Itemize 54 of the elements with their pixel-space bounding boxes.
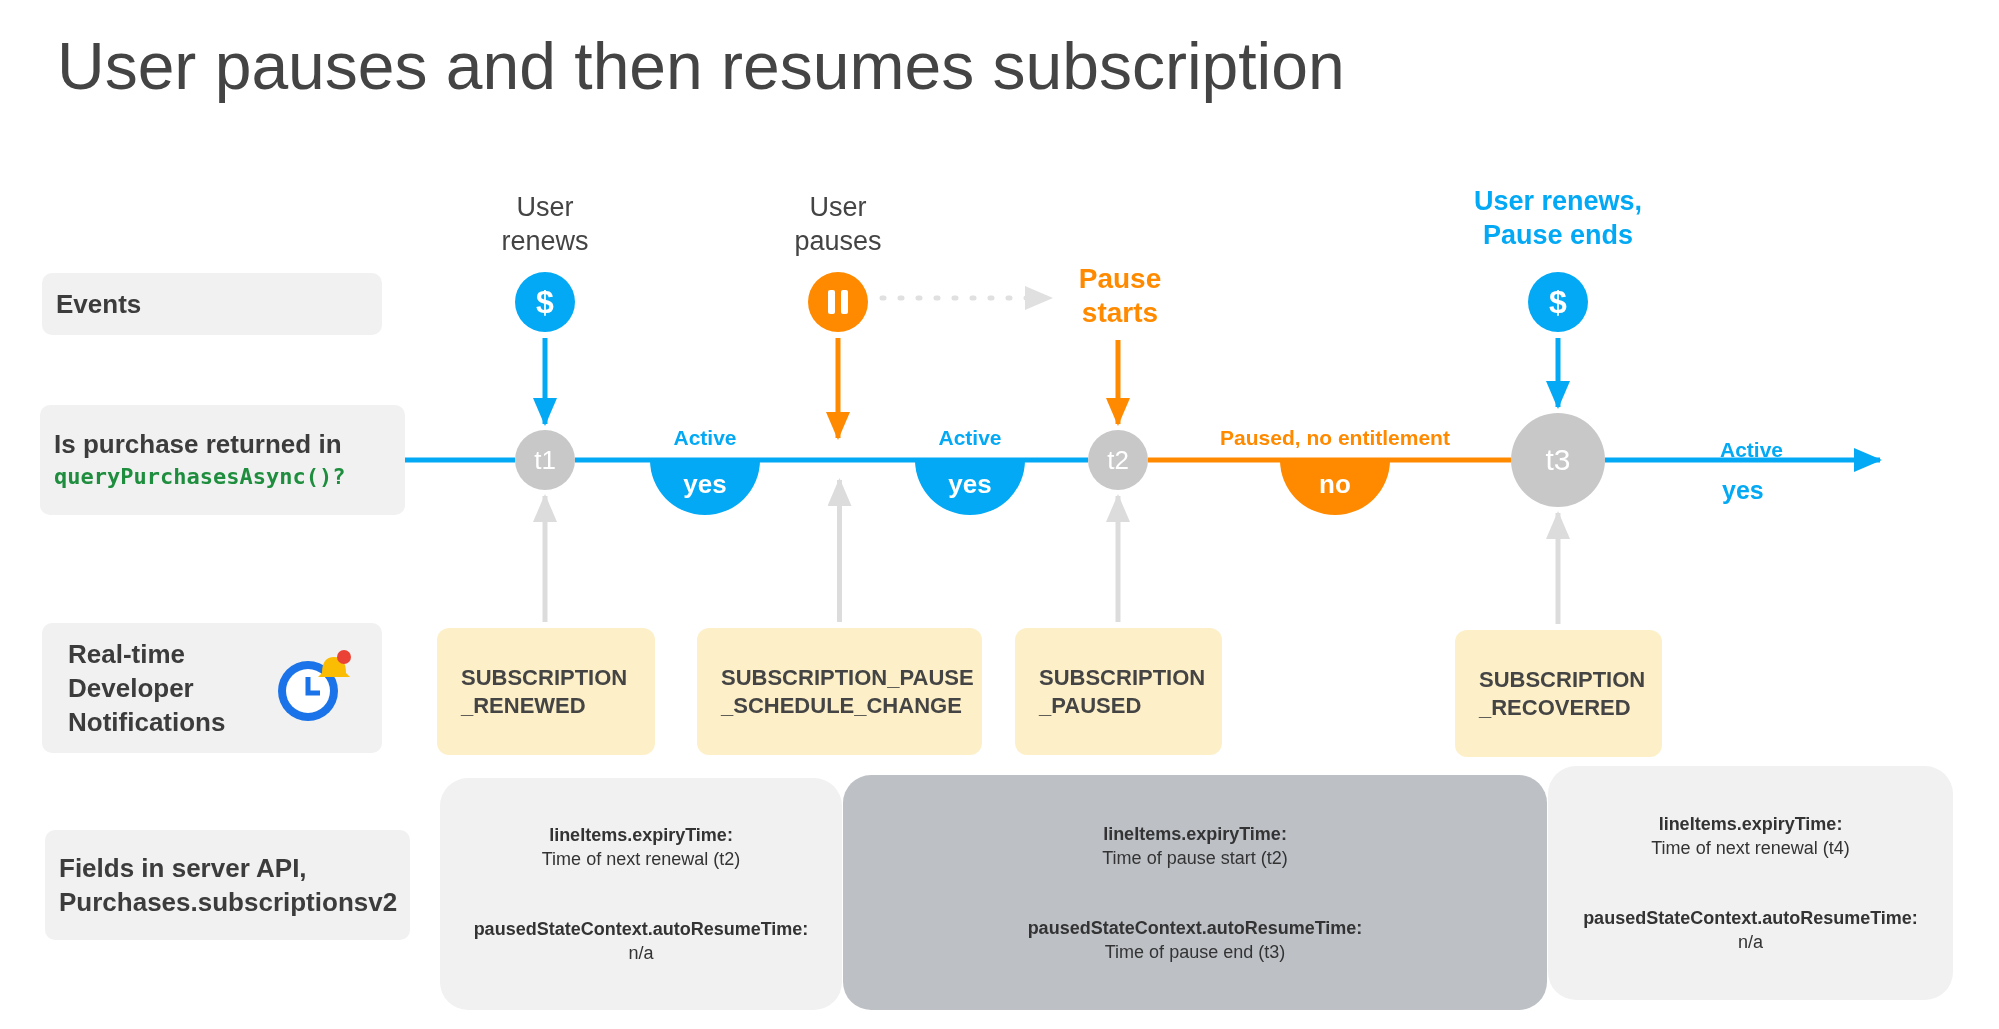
code-text: queryPurchasesAsync()? <box>54 463 347 491</box>
arrow <box>1106 340 1130 426</box>
status-label: yes <box>1722 476 1764 505</box>
field-value: Time of next renewal (t2) <box>541 848 741 871</box>
field-name: pausedStateContext.autoResumeTime: <box>1027 916 1363 940</box>
event-symbol: $ <box>536 283 554 321</box>
timeline-line <box>405 457 515 463</box>
field-value: n/a <box>1738 931 1763 954</box>
page-title: User pauses and then resumes subscription <box>57 28 1345 104</box>
status-label: Paused, no entitlement <box>1219 426 1451 450</box>
row-label: Real-time Developer Notifications <box>68 638 227 739</box>
row-label: Events <box>56 288 143 321</box>
arrow <box>533 494 557 622</box>
field-name: lineItems.expiryTime: <box>1658 813 1843 836</box>
field-name: pausedStateContext.autoResumeTime: <box>1583 907 1918 930</box>
row-label-box <box>42 623 382 753</box>
event-symbol: $ <box>1549 283 1567 321</box>
status-label: Active <box>672 426 738 450</box>
event-marker <box>515 272 575 332</box>
event-marker <box>1528 272 1588 332</box>
arrow <box>1546 511 1570 624</box>
arrow <box>1546 338 1570 409</box>
field-value: Time of pause start (t2) <box>1102 846 1288 870</box>
status-label: Active <box>937 426 1003 450</box>
arrow <box>1106 494 1130 622</box>
timeline-line <box>575 457 1088 463</box>
field-name: lineItems.expiryTime: <box>1103 822 1287 846</box>
row-label-box <box>40 405 405 515</box>
status-label: Active <box>1720 438 1784 462</box>
notification-card: SUBSCRIPTION _RENEWED <box>437 628 655 755</box>
field-value: n/a <box>628 942 654 965</box>
arrow <box>827 478 852 622</box>
notification-card: SUBSCRIPTION_PAUSE _SCHEDULE_CHANGE <box>697 628 982 755</box>
field-value: Time of next renewal (t4) <box>1651 837 1850 860</box>
field-name: lineItems.expiryTime: <box>549 824 733 847</box>
event-label: User renews, Pause ends <box>1472 185 1644 252</box>
event-label: User renews <box>500 191 590 258</box>
timeline-line <box>1148 457 1511 463</box>
field-panel <box>1548 766 1953 1000</box>
pause-icon <box>808 272 868 332</box>
notification-card: SUBSCRIPTION _RECOVERED <box>1455 630 1662 757</box>
event-label: Pause starts <box>1065 262 1175 334</box>
row-label: Fields in server API, Purchases.subscriptionsv2 <box>59 852 399 919</box>
notification-card: SUBSCRIPTION _PAUSED <box>1015 628 1222 755</box>
arrow <box>533 338 557 426</box>
dotted-arrow <box>879 286 1054 310</box>
event-label: User pauses <box>793 191 883 258</box>
arrow <box>826 338 850 440</box>
arrow <box>1605 448 1882 472</box>
field-value: Time of pause end (t3) <box>1104 940 1286 964</box>
field-panel <box>440 778 842 1010</box>
field-panel <box>843 775 1547 1010</box>
field-name: pausedStateContext.autoResumeTime: <box>473 918 809 941</box>
row-label: Is purchase returned in <box>54 428 343 461</box>
